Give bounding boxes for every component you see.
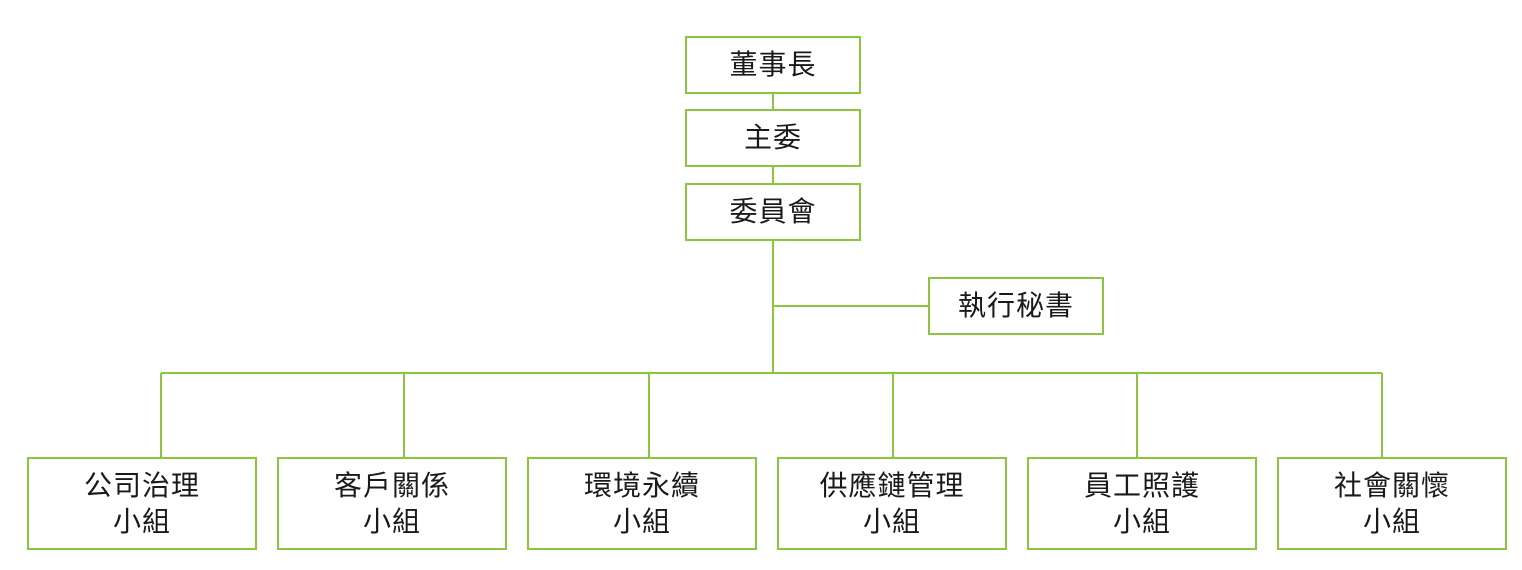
group-label-line2: 小組 (362, 504, 421, 538)
group-label-line2: 小組 (862, 504, 921, 538)
node-committee: 委員會 (685, 183, 861, 241)
node-committee-label: 委員會 (729, 195, 817, 228)
node-chief-committee-label: 主委 (743, 121, 802, 154)
group-label-line1: 員工照護 (1083, 468, 1200, 502)
group-label-line2: 小組 (1112, 504, 1171, 538)
group-label-line1: 環境永續 (583, 468, 700, 502)
node-executive-secretary: 執行秘書 (928, 277, 1104, 335)
group-label-line1: 社會關懷 (1333, 468, 1450, 502)
node-group-customer-relations: 客戶關係 小組 (277, 457, 507, 550)
node-group-environmental-sustainability: 環境永續 小組 (527, 457, 757, 550)
group-label-line2: 小組 (112, 504, 171, 538)
node-executive-secretary-label: 執行秘書 (957, 289, 1074, 322)
group-label-line1: 供應鏈管理 (819, 468, 965, 502)
node-group-social-care: 社會關懷 小組 (1277, 457, 1507, 550)
group-label-line2: 小組 (612, 504, 671, 538)
group-label-line1: 客戶關係 (333, 468, 450, 502)
node-group-corporate-governance: 公司治理 小組 (27, 457, 257, 550)
node-chairman-label: 董事長 (729, 48, 817, 81)
node-group-supply-chain-management: 供應鏈管理 小組 (777, 457, 1007, 550)
node-chairman: 董事長 (685, 36, 861, 94)
group-label-line1: 公司治理 (83, 468, 200, 502)
node-chief-committee: 主委 (685, 109, 861, 167)
group-label-line2: 小組 (1362, 504, 1421, 538)
node-group-employee-care: 員工照護 小組 (1027, 457, 1257, 550)
